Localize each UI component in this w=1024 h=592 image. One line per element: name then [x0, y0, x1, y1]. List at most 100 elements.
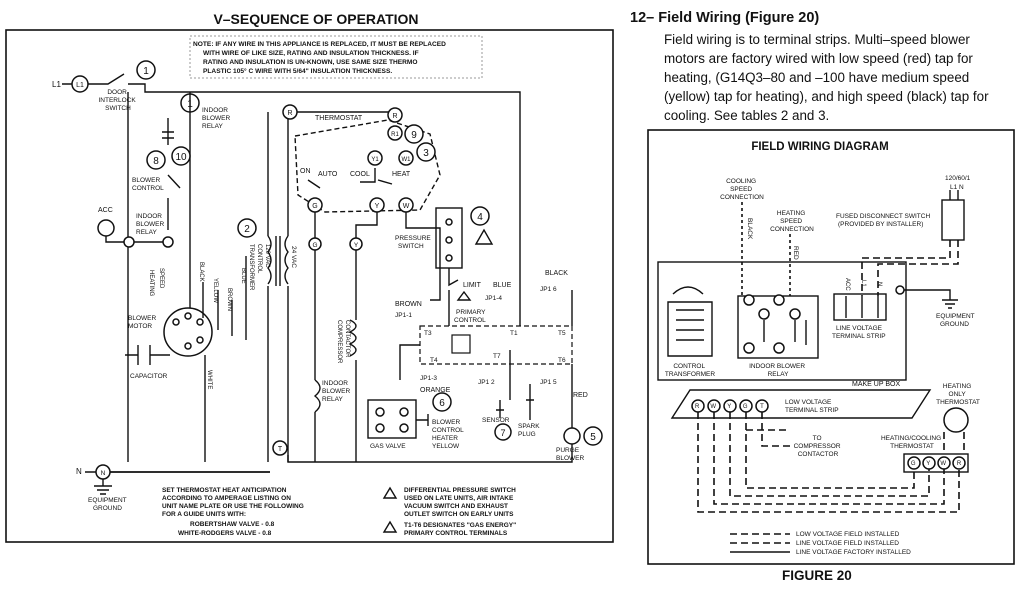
- t1-label: T1: [510, 330, 518, 337]
- thermostat-label: THERMOSTAT: [315, 115, 363, 122]
- tstat-terminal-g: [907, 456, 921, 470]
- right-frame: [647, 129, 1015, 565]
- low-voltage-strip-label: LOW VOLTAGE TERMINAL STRIP: [785, 399, 839, 414]
- callout-7: [494, 423, 512, 441]
- cooling-speed-label: COOLING SPEED CONNECTION: [720, 178, 764, 201]
- field-wiring-body: Field wiring is to terminal strips. Mult…: [664, 32, 989, 123]
- relay-terminal-4: [123, 236, 135, 248]
- relay-t3: [773, 294, 785, 306]
- blue-lead-label: BLUE: [240, 268, 246, 284]
- capacitor-symbol: [125, 345, 170, 365]
- control-transformer-symbol: [667, 286, 713, 357]
- terminal-y1-label: Y1: [371, 157, 379, 163]
- purge-blower-motor: [563, 427, 581, 445]
- y-circle-label: Y: [354, 242, 359, 249]
- callout-2: [237, 218, 257, 238]
- tstat-terminal-labels: G Y W R: [911, 461, 962, 467]
- callout-8-number: 8: [153, 156, 159, 167]
- blower-control-label: BLOWER CONTROL: [132, 177, 164, 192]
- t4-label: T4: [430, 357, 438, 364]
- heat-cool-thermostat-label: HEATING/COOLING THERMOSTAT: [881, 435, 943, 450]
- t1-t6-triangle: [382, 520, 398, 533]
- motor-tap-3: [196, 318, 204, 326]
- capacitor-label: CAPACITOR: [130, 373, 168, 380]
- transformer-secondary: [267, 112, 289, 462]
- equipment-ground-label-left: EQUIPMENT GROUND: [88, 497, 128, 512]
- callout-10-number: 10: [175, 152, 187, 163]
- make-up-box-label: MAKE UP BOX: [852, 381, 900, 388]
- speed-tap-wires: [741, 202, 791, 296]
- black-right-label: BLACK: [545, 270, 568, 277]
- acc-right-label: ACC: [844, 278, 850, 291]
- figure-caption: FIGURE 20: [782, 568, 852, 583]
- contactor-coil: [348, 319, 357, 357]
- motor-tap-2: [184, 312, 192, 320]
- field-wiring-diagram: FIELD WIRING DIAGRAM COOLING SPEED CONNE…: [647, 129, 1015, 565]
- callout-6: [432, 392, 452, 412]
- transformer-coils: [267, 235, 289, 286]
- door-switch-label: DOOR INTERLOCK SWITCH: [98, 89, 137, 112]
- auto-label: AUTO: [318, 171, 338, 178]
- callout-5: [583, 426, 603, 446]
- line-voltage-strip: [833, 293, 887, 321]
- on-label: ON: [300, 168, 311, 175]
- primary-control-relay: [451, 334, 471, 354]
- jp1-6-label: JP1 6: [540, 286, 557, 293]
- terminal-designation-note: T1-T6 DESIGNATES "GAS ENERGY" PRIMARY CO…: [404, 522, 518, 537]
- heat-cool-thermostat-strip: [903, 453, 969, 473]
- terminal-g-label: G: [312, 203, 317, 210]
- left-frame: [5, 29, 614, 543]
- terminal-w-label: W: [403, 203, 410, 210]
- black-lead-label: BLACK: [198, 262, 204, 282]
- thermostat-circuits: [314, 212, 441, 380]
- motor-leads: [189, 256, 247, 340]
- vac24-label: 24 VAC: [290, 246, 297, 268]
- purge-blower-label: PURGE BLOWER: [556, 447, 584, 462]
- acc-line: [105, 236, 170, 243]
- n-label: N: [76, 467, 82, 476]
- n-right-label: N: [876, 282, 882, 286]
- jp1-4-label: JP1-4: [485, 295, 502, 302]
- line-voltage-terminals: [845, 296, 879, 318]
- jp1-3-label: JP1-3: [420, 375, 437, 382]
- jp1-5-label: JP1 5: [540, 379, 557, 386]
- heating-speed-label: HEATING SPEED CONNECTION: [770, 210, 814, 233]
- callout-3-number: 3: [423, 148, 429, 159]
- control-transformer-label-right: CONTROL TRANSFORMER: [665, 363, 716, 378]
- relay-t1: [743, 294, 755, 306]
- terminal-r1: [387, 125, 403, 141]
- limit-label: LIMIT: [463, 282, 482, 289]
- primary-control-triangle: [456, 290, 472, 301]
- white-lead-label: WHITE: [206, 370, 212, 389]
- ps-contact-3: [445, 254, 453, 262]
- callout-10: [171, 146, 191, 166]
- pressure-warning-triangle: [474, 228, 494, 245]
- low-voltage-terminals: R W Y G T: [691, 399, 769, 413]
- indoor-blower-relay-top-label: INDOOR BLOWER RELAY: [202, 107, 232, 130]
- brown-lead-label: BROWN: [226, 288, 232, 311]
- legend-line-voltage-field-label: LINE VOLTAGE FIELD INSTALLED: [796, 540, 899, 547]
- supply-label: 120/60/1 L1 N: [945, 175, 972, 191]
- field-wiring-title: FIELD WIRING DIAGRAM: [751, 141, 888, 153]
- jp1-1-label: JP1-1: [395, 312, 412, 319]
- gas-valve-terminal-1: [375, 407, 385, 417]
- g-circle-label: G: [312, 242, 317, 249]
- thermostat-terminals: G Y W R: [907, 456, 966, 470]
- ps-contact-1: [445, 218, 453, 226]
- blue-right-label: BLUE: [493, 282, 512, 289]
- r-label: R: [287, 110, 292, 117]
- motor-tap-5: [184, 342, 192, 350]
- blower-control-heater-label: BLOWER CONTROL HEATER YELLOW: [432, 419, 465, 450]
- fused-disconnect-switch: [941, 199, 965, 241]
- acc-label: ACC: [98, 207, 113, 214]
- terminal-w1-label: W1: [402, 157, 412, 163]
- l1-terminal-label: L1: [76, 82, 84, 89]
- pressure-switch-label: PRESSURE SWITCH: [395, 235, 433, 250]
- orange-label: ORANGE: [420, 387, 451, 394]
- brown-right-label: BROWN: [395, 301, 422, 308]
- callout-8: [146, 150, 166, 170]
- l1-hot-line: [62, 73, 521, 300]
- relay-terminal-5: [162, 236, 174, 248]
- terminal-w1: [398, 150, 414, 166]
- callout-1: [136, 60, 156, 80]
